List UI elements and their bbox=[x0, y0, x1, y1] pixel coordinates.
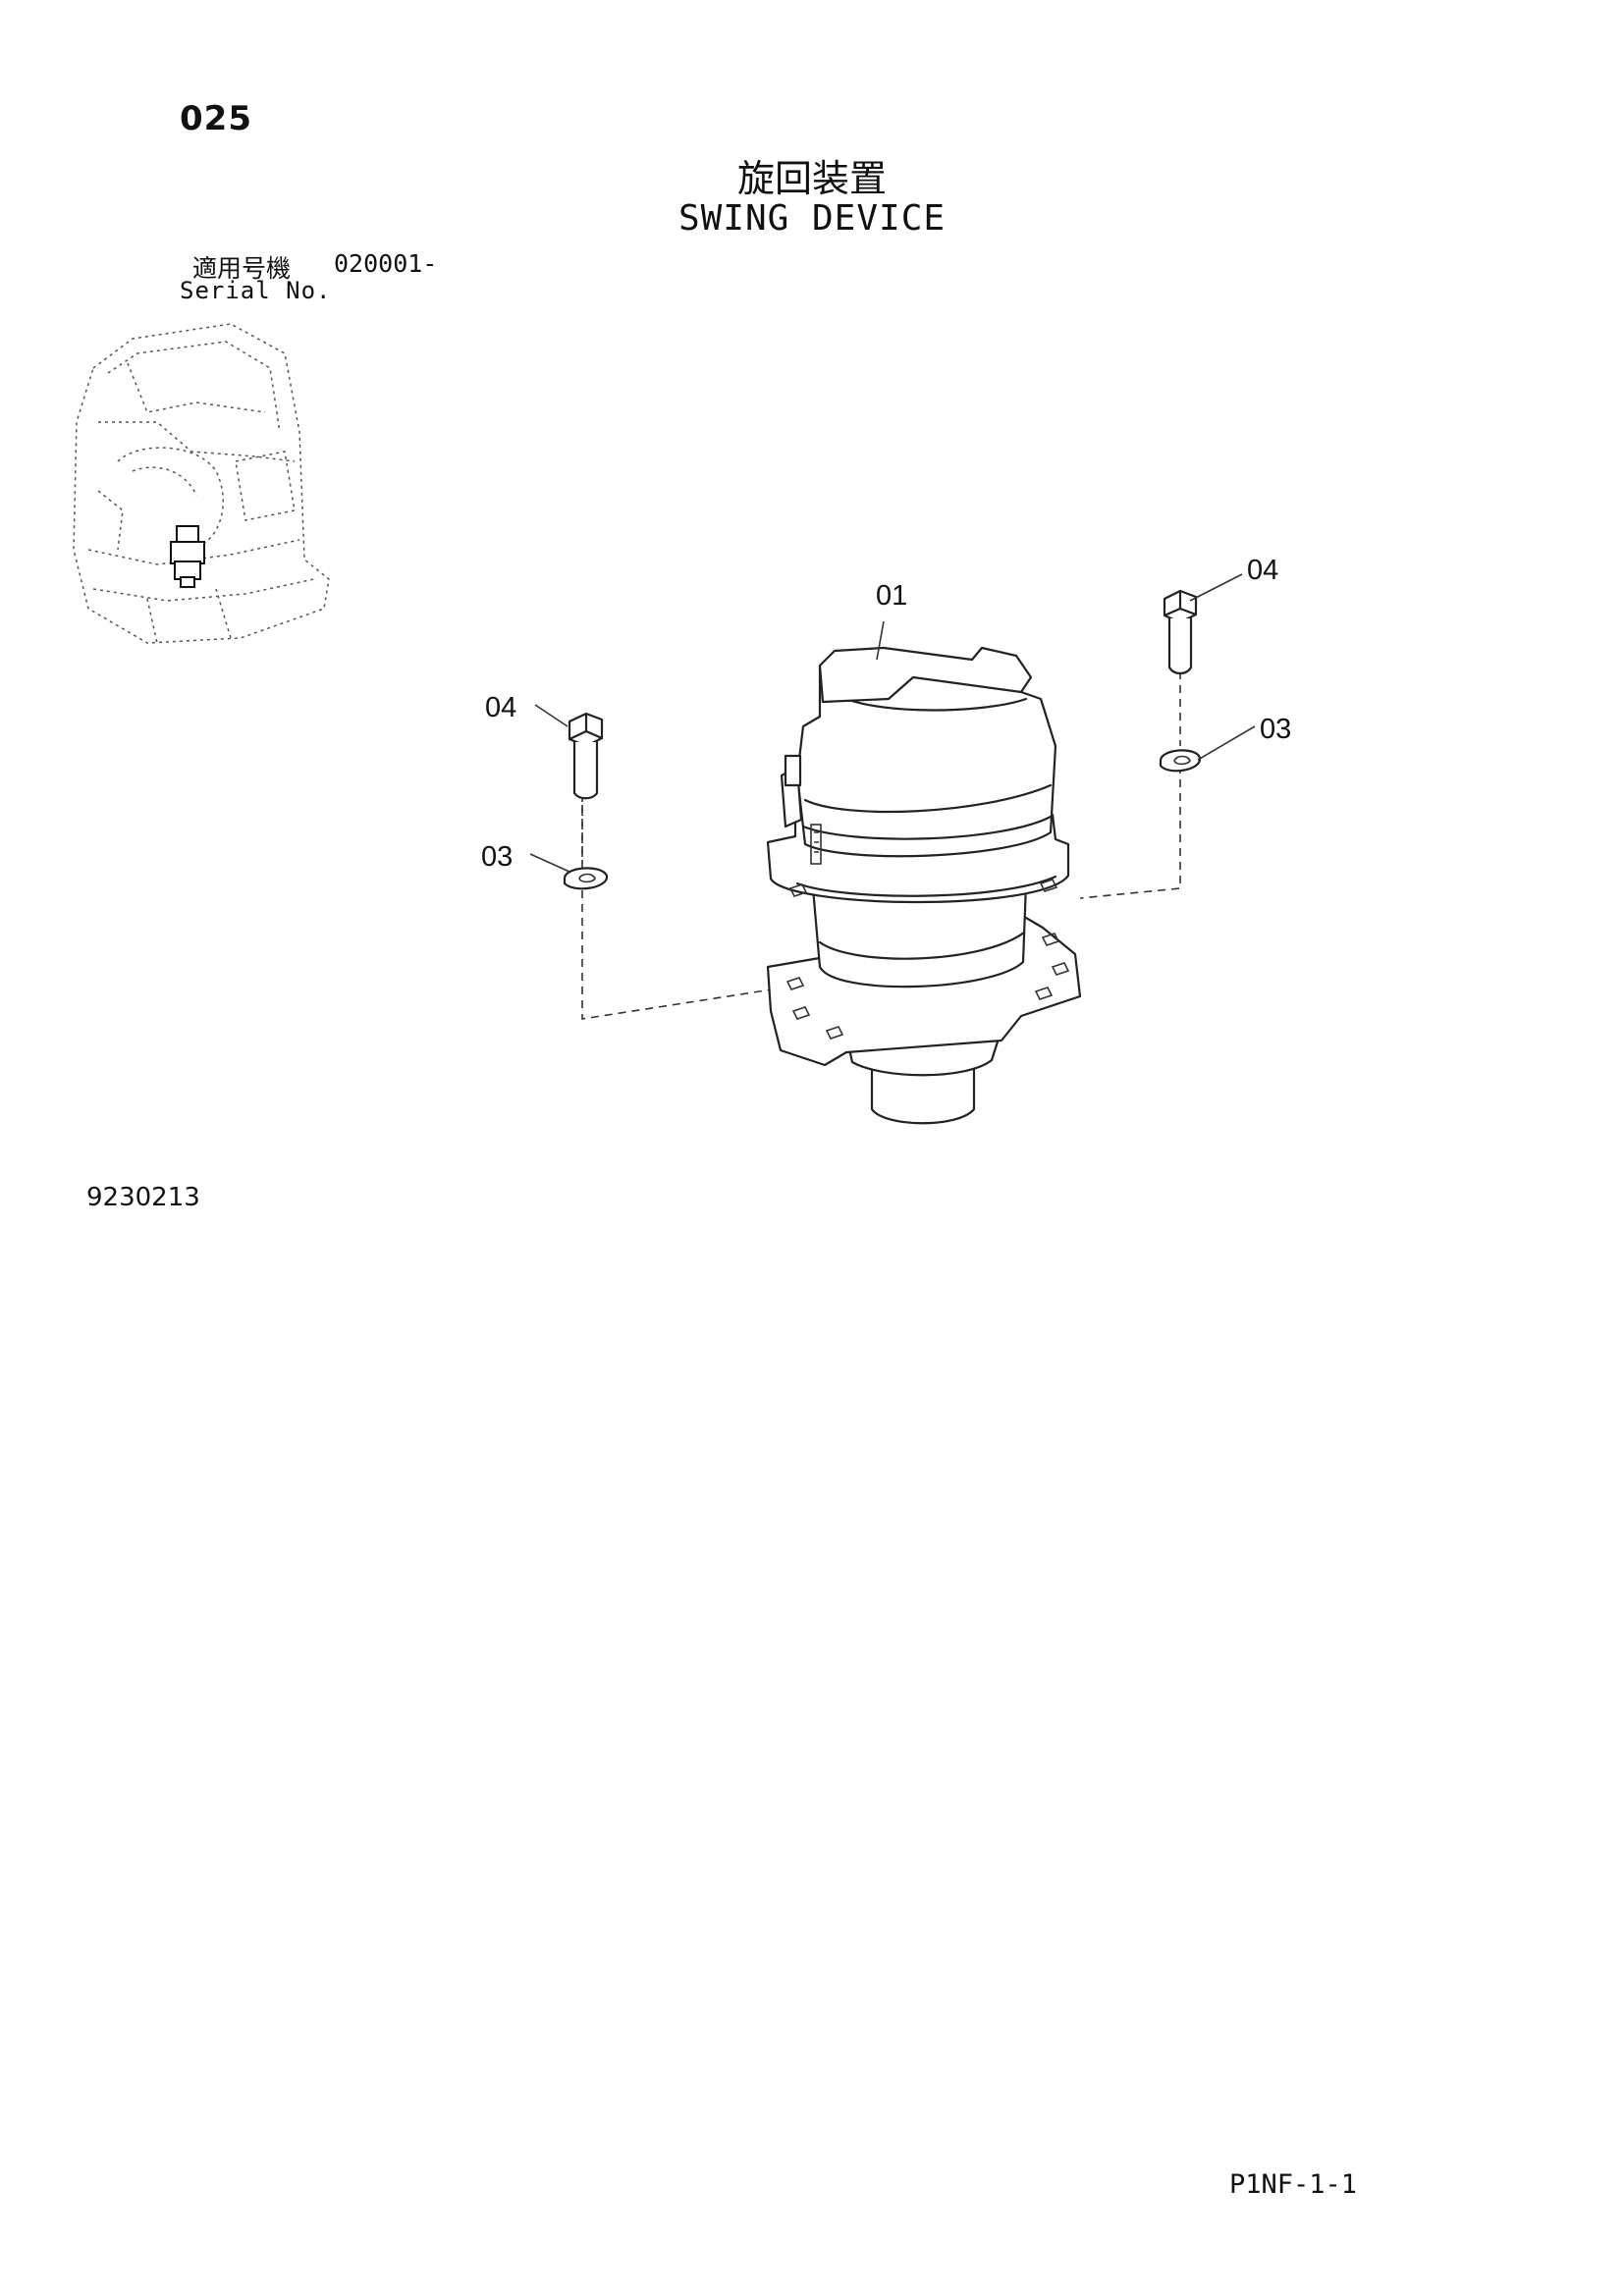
serial-label-en: Serial No. bbox=[180, 277, 332, 304]
callout-04-left: 04 bbox=[485, 692, 516, 723]
excavator-cab-location-icon bbox=[73, 323, 330, 644]
leader-lines bbox=[529, 573, 1256, 873]
callout-03-left: 03 bbox=[481, 841, 513, 873]
drawing-number: 9230213 bbox=[86, 1183, 200, 1212]
page-number: 025 bbox=[180, 99, 252, 138]
serial-value: 020001- bbox=[334, 249, 438, 278]
callout-03-right: 03 bbox=[1260, 714, 1291, 745]
page-title-en: SWING DEVICE bbox=[677, 198, 947, 239]
page-title-jp: 旋回装置 bbox=[736, 157, 887, 200]
page-code: P1NF-1-1 bbox=[1229, 2169, 1358, 2200]
washer-icon bbox=[1159, 749, 1202, 773]
swing-motor-icon bbox=[766, 646, 1082, 1125]
serial-label-jp: 適用号機 bbox=[192, 254, 292, 283]
washer-icon bbox=[563, 867, 609, 890]
callout-01: 01 bbox=[876, 580, 907, 612]
bolt-icon bbox=[1163, 589, 1198, 675]
parts-diagram: 01 04 03 04 03 bbox=[73, 323, 1291, 1125]
bolt-icon bbox=[568, 712, 604, 800]
callout-04-right: 04 bbox=[1247, 555, 1278, 586]
